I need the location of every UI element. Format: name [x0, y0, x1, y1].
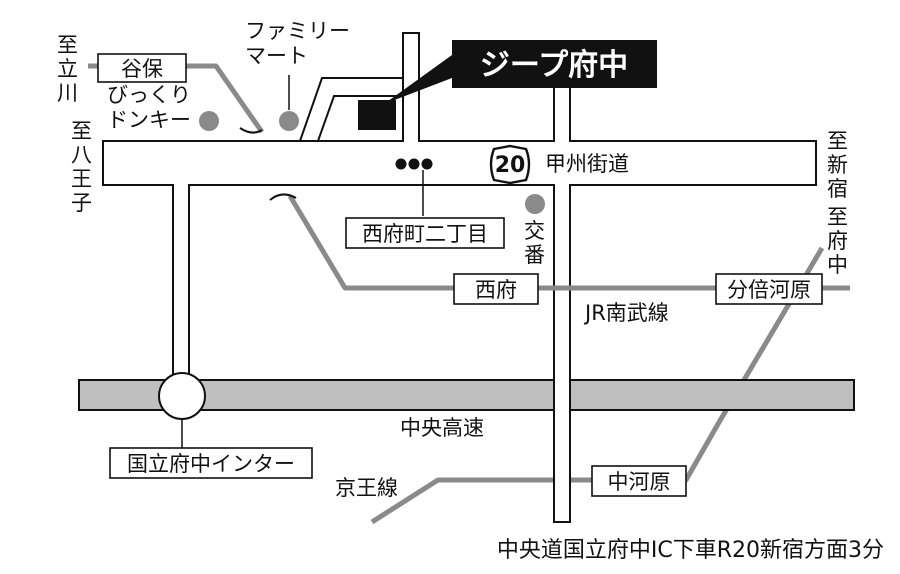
interchange-box — [109, 447, 313, 479]
koban-label-2: 番 — [524, 243, 545, 267]
shop-title: ジープ府中 — [480, 48, 628, 83]
intersection-label: 西府町二丁目 — [362, 222, 488, 246]
dir-hachioji-2: 八 — [71, 143, 92, 167]
intersection-dot-2 — [408, 158, 420, 170]
interchange-label: 国立府中インター — [127, 452, 295, 476]
donki-label-2: ドンキー — [107, 108, 191, 132]
station-nakagawara: 中河原 — [608, 470, 671, 494]
dir-hachioji-1: 至 — [71, 119, 92, 143]
dir-shinjuku-2: 新 — [827, 153, 848, 177]
dir-hachioji-4: 子 — [71, 191, 92, 215]
dir-hachioji-3: 王 — [71, 167, 92, 191]
donki-marker — [199, 111, 219, 131]
station-box-nakagawara — [591, 465, 687, 497]
koban-marker — [525, 194, 545, 214]
route-name: 甲州街道 — [545, 152, 629, 176]
station-box-yaho — [97, 53, 187, 83]
koshu-kaido-road — [102, 140, 817, 186]
dir-shinjuku-1: 至 — [827, 129, 848, 153]
dir-fuchu-2: 府 — [827, 229, 848, 253]
road-left-vertical — [172, 184, 190, 386]
koban-label-1: 交 — [524, 219, 545, 243]
dir-fuchu-1: 至 — [827, 205, 848, 229]
familymart-label-2: マート — [245, 44, 308, 68]
dir-tachikawa-1: 至 — [57, 33, 78, 57]
familymart-marker — [279, 111, 299, 131]
dir-shinjuku-3: 宿 — [827, 177, 848, 201]
intersection-dot-3 — [421, 158, 433, 170]
route-number: 20 — [495, 153, 526, 178]
route-20-shield — [489, 144, 531, 185]
station-box-nishifu — [453, 273, 539, 305]
jr-nambu-line — [287, 194, 850, 291]
footer-directions: 中央道国立府中IC下車R20新宿方面3分 — [497, 538, 884, 563]
familymart-label-1: ファミリー — [245, 19, 350, 43]
dir-fuchu-3: 中 — [827, 253, 848, 277]
station-nishifu: 西府 — [475, 278, 517, 302]
expressway-label: 中央高速 — [400, 416, 484, 440]
dir-tachikawa-3: 川 — [57, 81, 78, 105]
interchange-circle — [158, 372, 206, 420]
station-yaho: 谷保 — [121, 57, 163, 81]
chuo-expressway — [78, 379, 855, 411]
donki-label-1: びっくり — [107, 83, 191, 107]
shop-entrance-road — [299, 77, 403, 142]
shop-marker — [358, 100, 396, 130]
road-upper-right — [553, 79, 571, 143]
keio-line-label: 京王線 — [335, 476, 398, 500]
station-box-bubaigawara — [715, 273, 823, 305]
intersection-dot-1 — [395, 158, 407, 170]
title-banner — [452, 40, 657, 88]
intersection-box — [345, 217, 505, 249]
nambu-line-label: JR南武線 — [583, 301, 669, 325]
station-bubaigawara: 分倍河原 — [727, 278, 811, 302]
dir-tachikawa-2: 立 — [57, 57, 78, 81]
title-pointer — [384, 55, 452, 104]
